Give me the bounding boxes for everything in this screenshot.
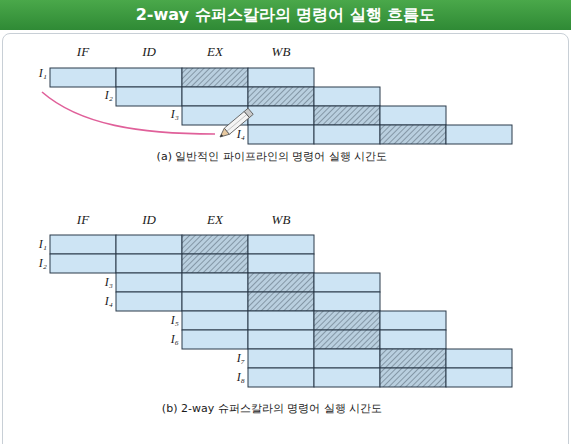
execute-cell [248,87,314,106]
stage-cell [314,87,380,106]
stage-label: WB [272,44,291,59]
stage-cell [50,68,116,87]
stage-cell [314,292,380,311]
stage-cell [50,235,116,254]
stage-cell [446,125,512,144]
stage-cell [248,311,314,330]
instruction-label: I₅ [171,313,179,328]
stage-label: ID [142,44,156,59]
execute-cell [248,273,314,292]
execute-cell [380,125,446,144]
execute-cell [248,292,314,311]
stage-cell [248,349,314,368]
pencil-icon [217,108,253,140]
execute-cell [380,368,446,387]
stage-cell [248,125,314,144]
execute-cell [314,311,380,330]
stage-cell [116,87,182,106]
stage-cell [380,106,446,125]
stage-cell [380,311,446,330]
stage-cell [248,235,314,254]
instruction-label: I₄ [237,127,245,142]
stage-cell [182,311,248,330]
figure-caption: (a) 일반적인 파이프라인의 명령어 실행 시간도 [157,150,388,164]
instruction-label: I₈ [237,370,245,385]
instruction-label: I₄ [105,294,113,309]
stage-cell [116,235,182,254]
stage-cell [182,292,248,311]
stage-cell [248,330,314,349]
instruction-label: I₃ [171,107,179,122]
execute-cell [314,106,380,125]
stage-cell [116,254,182,273]
instruction-label: I₂ [105,88,113,103]
stage-cell [50,254,116,273]
execute-cell [182,254,248,273]
stage-cell [116,292,182,311]
stage-cell [380,330,446,349]
stage-cell [446,368,512,387]
stage-cell [314,349,380,368]
execute-cell [314,330,380,349]
stage-cell [248,254,314,273]
stage-cell [116,273,182,292]
stage-label: WB [272,212,291,227]
instruction-label: I₂ [39,256,47,271]
stage-cell [314,125,380,144]
stage-cell [446,349,512,368]
instruction-label: I₃ [105,275,113,290]
stage-label: IF [77,212,89,227]
stage-label: EX [207,212,223,227]
execute-cell [182,68,248,87]
stage-cell [248,106,314,125]
execute-cell [182,235,248,254]
instruction-label: I₆ [171,332,179,347]
stage-cell [182,273,248,292]
pipeline-grid [50,68,512,387]
stage-cell [248,68,314,87]
figure-caption: (b) 2-way 슈퍼스칼라의 명령어 실행 시간도 [162,402,382,416]
stage-label: ID [142,212,156,227]
instruction-label: I₇ [237,351,245,366]
stage-cell [182,330,248,349]
stage-label: IF [77,44,89,59]
annotation-stroke [42,92,215,134]
stage-cell [248,368,314,387]
instruction-label: I₁ [39,237,47,252]
stage-cell [182,87,248,106]
stage-cell [116,68,182,87]
execute-cell [380,349,446,368]
stage-cell [314,273,380,292]
stage-cell [314,368,380,387]
instruction-label: I₁ [39,66,47,81]
stage-label: EX [207,44,223,59]
diagram-title: 2-way 슈퍼스칼라의 명령어 실행 흐름도 [0,0,571,30]
